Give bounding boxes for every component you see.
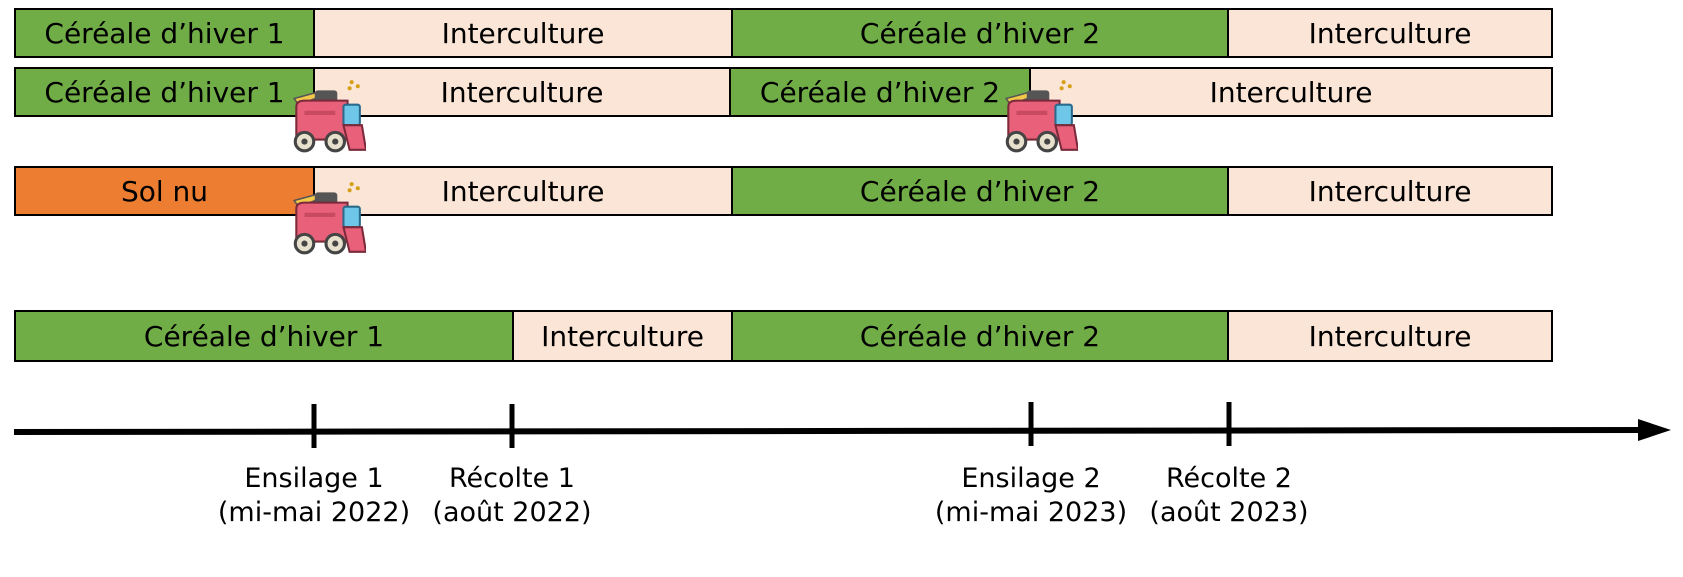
event-name: Récolte 1 — [449, 463, 575, 494]
row2-winter-cereal-1: Céréale d’hiver 1 — [14, 67, 315, 117]
row3-winter-cereal-2: Céréale d’hiver 2 — [731, 166, 1229, 216]
row1-cover-crop-2: Interculture — [1227, 8, 1553, 58]
row3-cover-crop-1: Interculture — [313, 166, 733, 216]
timeline-label-ensilage-2: Ensilage 2 (mi-mai 2023) — [931, 462, 1131, 530]
event-name: Récolte 2 — [1166, 463, 1292, 494]
row3-cover-crop-2: Interculture — [1227, 166, 1553, 216]
row4-cover-crop-1: Interculture — [512, 310, 733, 362]
event-date: (août 2023) — [1149, 497, 1309, 528]
row2-winter-cereal-2: Céréale d’hiver 2 — [729, 67, 1031, 117]
event-name: Ensilage 1 — [244, 463, 384, 494]
event-name: Ensilage 2 — [961, 463, 1101, 494]
combine-harvester-icon — [293, 182, 366, 255]
event-date: (mi-mai 2022) — [217, 497, 411, 528]
row3-bare-soil: Sol nu — [14, 166, 315, 216]
combine-harvester-icon — [1005, 80, 1078, 153]
timeline-line — [13, 427, 1651, 435]
row4-cover-crop-2: Interculture — [1227, 310, 1553, 362]
row1-winter-cereal-1: Céréale d’hiver 1 — [14, 8, 315, 58]
row2-cover-crop-2: Interculture — [1029, 67, 1553, 117]
row1-winter-cereal-2: Céréale d’hiver 2 — [731, 8, 1229, 58]
combine-harvester-icon — [293, 80, 366, 153]
row4-winter-cereal-1: Céréale d’hiver 1 — [14, 310, 514, 362]
row1-cover-crop-1: Interculture — [313, 8, 733, 58]
timeline-arrowhead — [1638, 419, 1671, 441]
row4-winter-cereal-2: Céréale d’hiver 2 — [731, 310, 1229, 362]
event-date: (mi-mai 2023) — [934, 497, 1128, 528]
row2-cover-crop-1: Interculture — [313, 67, 731, 117]
timeline-label-recolte-2: Récolte 2 (août 2023) — [1144, 462, 1314, 530]
event-date: (août 2022) — [432, 497, 592, 528]
timeline-label-recolte-1: Récolte 1 (août 2022) — [427, 462, 597, 530]
timeline-label-ensilage-1: Ensilage 1 (mi-mai 2022) — [214, 462, 414, 530]
